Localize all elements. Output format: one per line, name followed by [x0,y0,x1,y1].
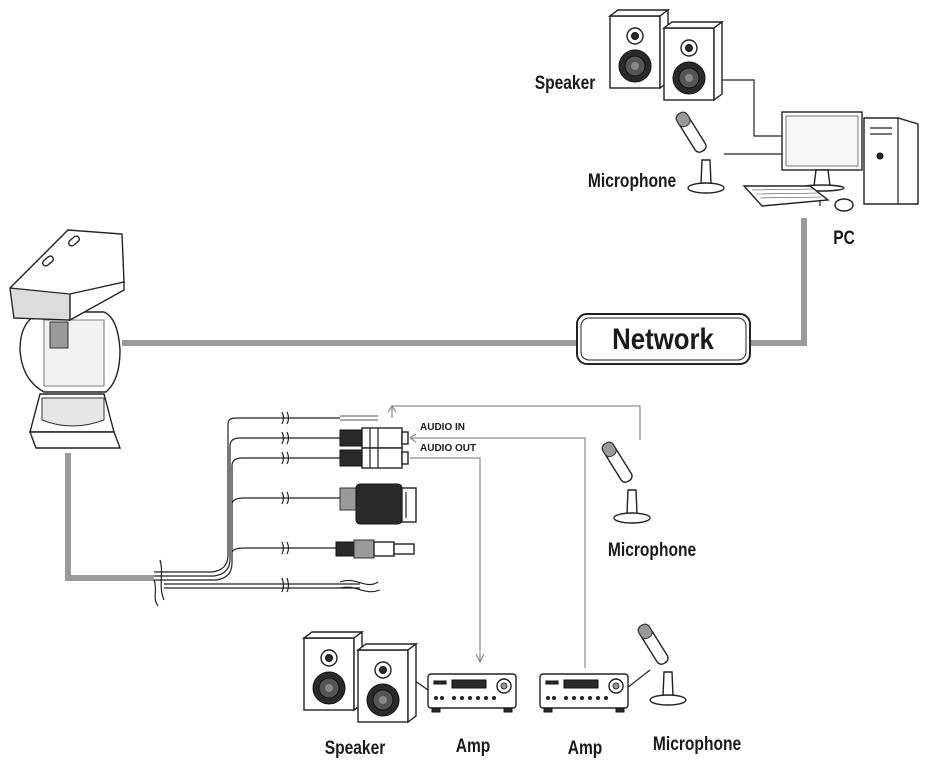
pc-label: PC [833,227,855,249]
connector-icon [339,483,417,525]
amplifier-icon [539,673,629,713]
microphone-icon [599,439,651,524]
connector-icon [335,539,415,559]
amplifier-icon [427,673,517,713]
ptz-camera-icon [9,229,125,449]
amp-left-label: Amp [456,735,491,757]
speaker-bottom-label: Speaker [325,737,386,759]
speaker-icon [609,9,669,89]
speaker-top-label: Speaker [535,72,596,94]
microphone-icon [673,109,725,194]
connector-icon [339,427,409,449]
bare-wires [339,579,381,593]
speaker-icon [303,631,363,711]
pc-icon [742,111,919,212]
network-box: Network [576,313,751,365]
cable-bundle [154,411,378,593]
connector-icon [339,447,409,469]
audio-in-label: AUDIO IN [420,422,465,433]
audio-out-label: AUDIO OUT [420,443,476,454]
microphone-top-label: Microphone [588,170,677,192]
microphone-icon [635,621,687,706]
speaker-icon [663,21,723,101]
speaker-icon [357,643,417,723]
network-label: Network [612,322,714,355]
camera-cable [65,453,165,607]
amp-right-label: Amp [568,737,603,759]
microphone-bottom-label: Microphone [653,733,742,755]
microphone-right-label: Microphone [608,539,697,561]
network-link [122,218,807,346]
